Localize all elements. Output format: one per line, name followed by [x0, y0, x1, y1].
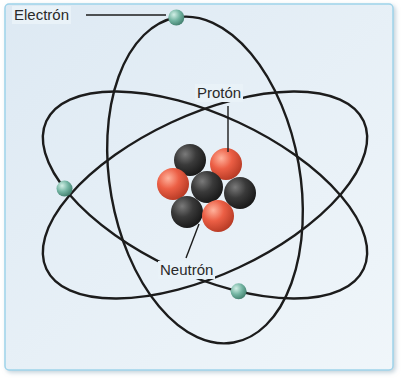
- orbits: [13, 1, 398, 359]
- background-panel: [5, 4, 393, 370]
- leader-line: [227, 106, 228, 152]
- leader-line: [186, 224, 199, 258]
- leader-lines: [86, 15, 228, 258]
- orbit: [83, 1, 327, 359]
- orbit: [13, 49, 398, 342]
- neutron-ball: [191, 171, 223, 203]
- electrons: [57, 10, 247, 300]
- neutron-ball: [171, 196, 203, 228]
- part-label: Electrón: [12, 6, 71, 24]
- electron-ball: [168, 10, 184, 26]
- proton-ball: [157, 168, 189, 200]
- part-label: Neutrón: [158, 261, 215, 279]
- electron-ball: [231, 283, 247, 299]
- orbit: [13, 49, 398, 342]
- proton-ball: [202, 200, 234, 232]
- electron-ball: [57, 181, 73, 197]
- nucleus: [157, 144, 256, 232]
- leader-line: [86, 14, 166, 15]
- part-label: Protón: [195, 84, 243, 102]
